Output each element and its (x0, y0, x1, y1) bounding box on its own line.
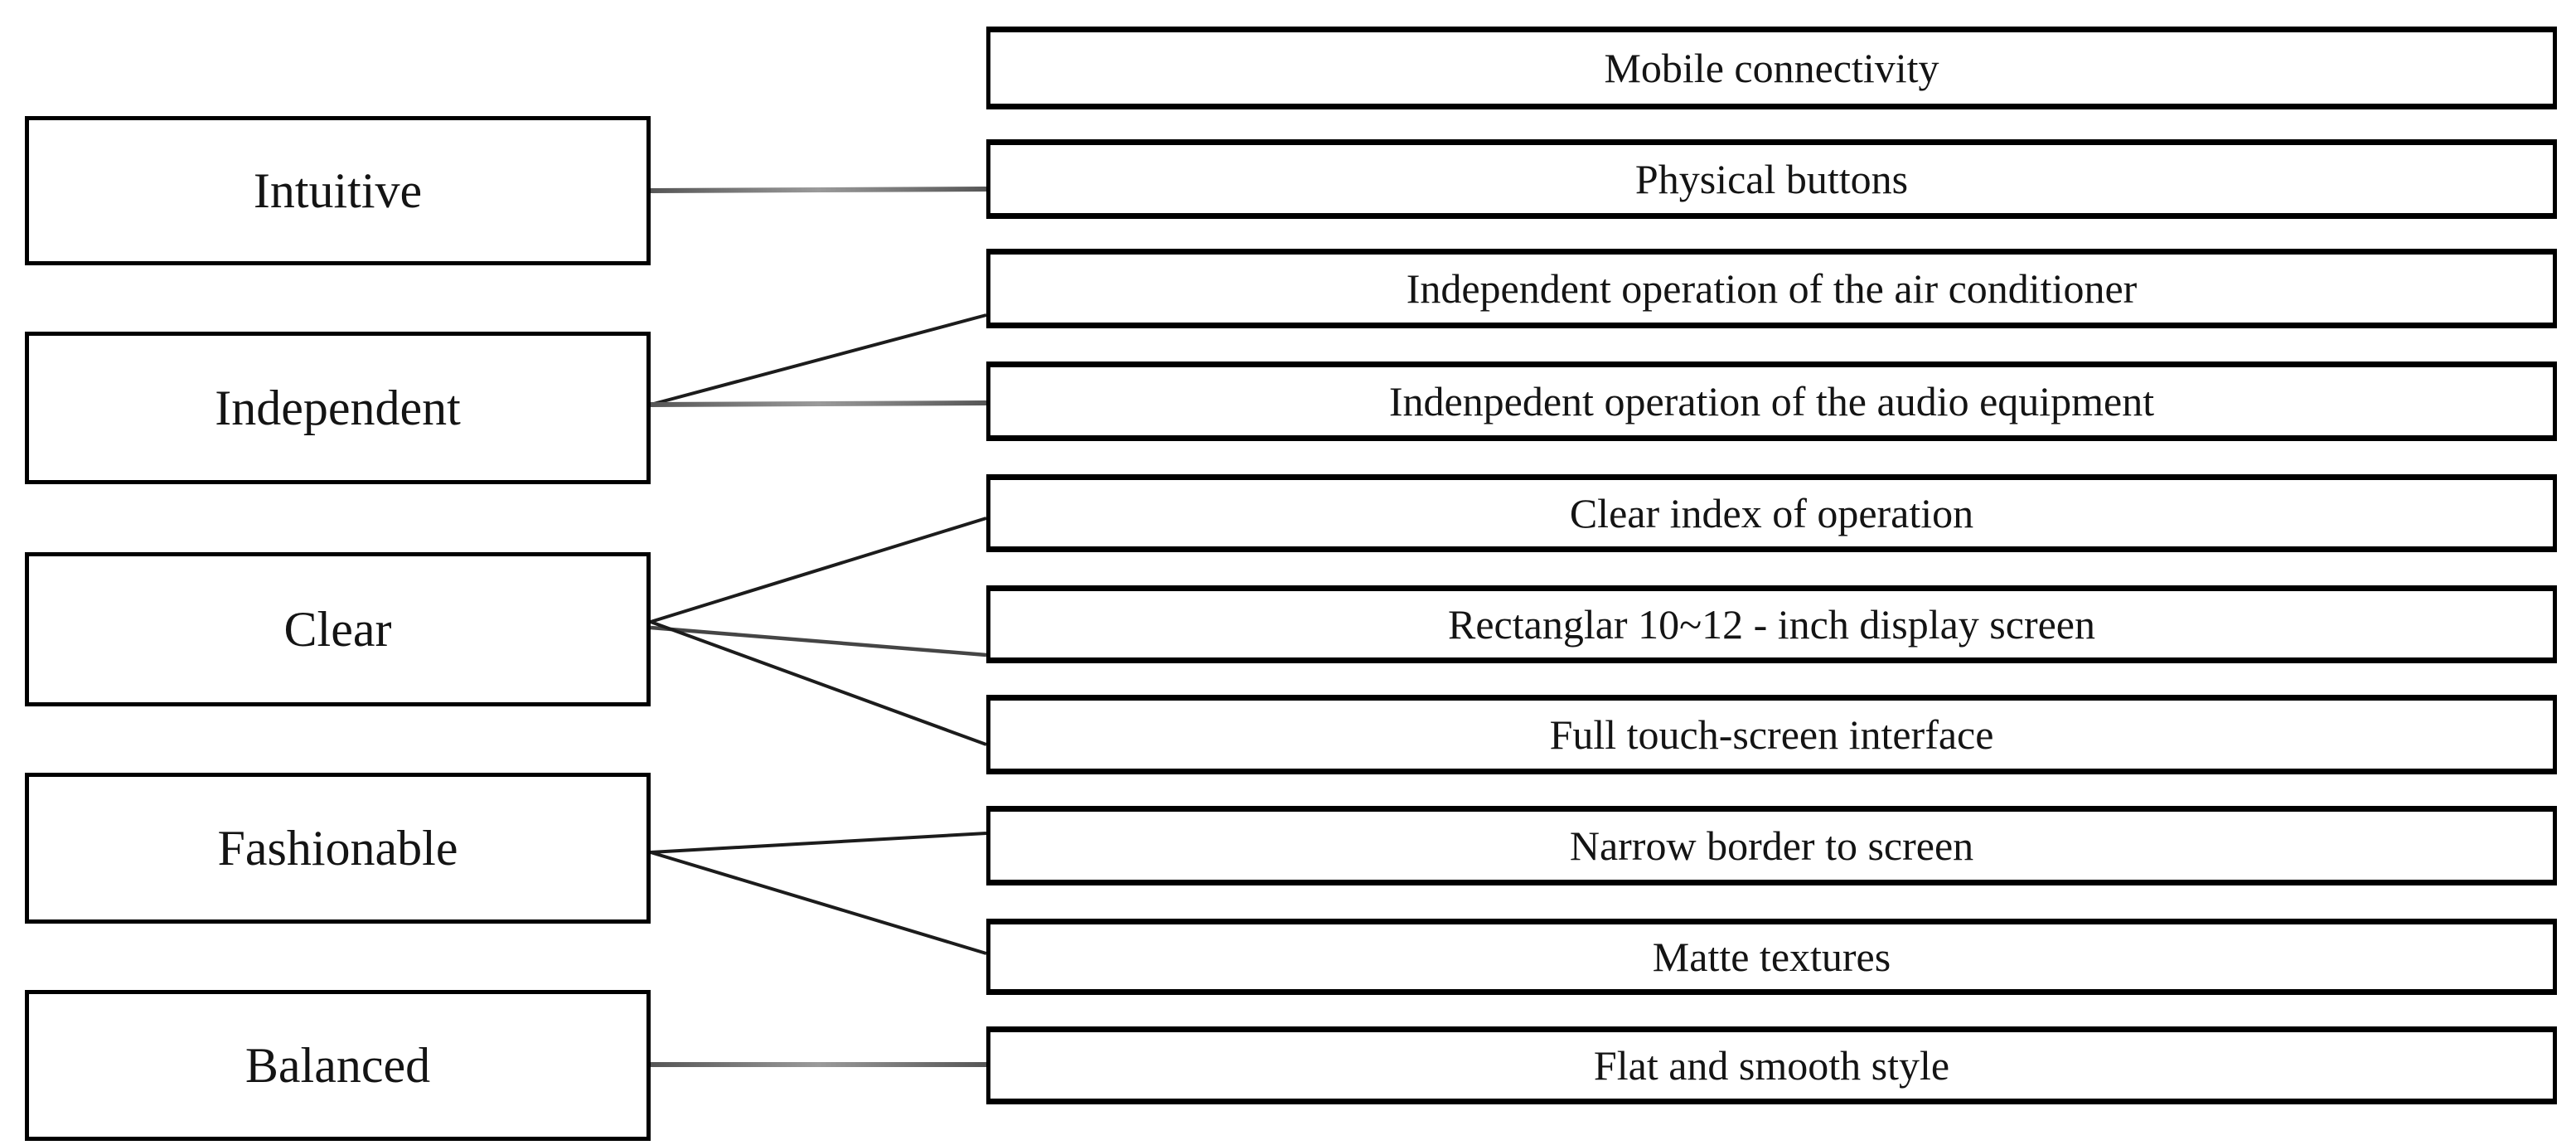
left-node-fashionable: Fashionable (25, 773, 651, 924)
right-node-flat-smooth-style: Flat and smooth style (986, 1026, 2557, 1104)
left-node-clear: Clear (25, 552, 651, 706)
left-node-label: Fashionable (217, 821, 458, 876)
right-node-audio-equipment-operation: Indenpedent operation of the audio equip… (986, 361, 2557, 441)
left-node-intuitive: Intuitive (25, 116, 651, 265)
connector-clear-clear-index (650, 517, 987, 623)
connector-independent-air-conditioner-operation (650, 313, 987, 406)
right-node-full-touch-screen: Full touch-screen interface (986, 695, 2557, 774)
right-node-narrow-border: Narrow border to screen (986, 806, 2557, 885)
right-node-physical-buttons: Physical buttons (986, 139, 2557, 219)
right-node-label: Mobile connectivity (1604, 44, 1939, 91)
connector-clear-full-touch-screen (650, 620, 987, 746)
connector-fashionable-matte-textures (650, 851, 987, 955)
right-node-clear-index: Clear index of operation (986, 474, 2557, 552)
right-node-mobile-connectivity: Mobile connectivity (986, 27, 2557, 109)
right-node-label: Matte textures (1652, 933, 1891, 980)
left-node-label: Independent (215, 381, 461, 435)
right-node-display-screen: Rectanglar 10~12 - inch display screen (986, 585, 2557, 663)
right-node-label: Clear index of operation (1569, 489, 1974, 536)
right-node-matte-textures: Matte textures (986, 919, 2557, 995)
right-node-label: Physical buttons (1634, 155, 1909, 202)
left-node-balanced: Balanced (25, 990, 651, 1141)
connector-clear-display-screen (650, 625, 987, 657)
right-node-label: Narrow border to screen (1569, 822, 1974, 869)
left-node-label: Intuitive (253, 163, 423, 218)
left-node-independent: Independent (25, 332, 651, 484)
right-node-label: Independent operation of the air conditi… (1406, 264, 2138, 312)
connector-independent-audio-equipment-operation (650, 400, 987, 407)
right-node-label: Flat and smooth style (1593, 1041, 1950, 1089)
connector-intuitive-physical-buttons (650, 187, 987, 193)
right-node-label: Rectanglar 10~12 - inch display screen (1448, 600, 2095, 648)
right-node-air-conditioner-operation: Independent operation of the air conditi… (986, 249, 2557, 328)
right-node-label: Indenpedent operation of the audio equip… (1388, 377, 2155, 425)
right-node-label: Full touch-screen interface (1549, 711, 1994, 758)
left-node-label: Clear (283, 602, 392, 657)
connector-fashionable-narrow-border (650, 832, 987, 854)
left-node-label: Balanced (245, 1038, 431, 1093)
